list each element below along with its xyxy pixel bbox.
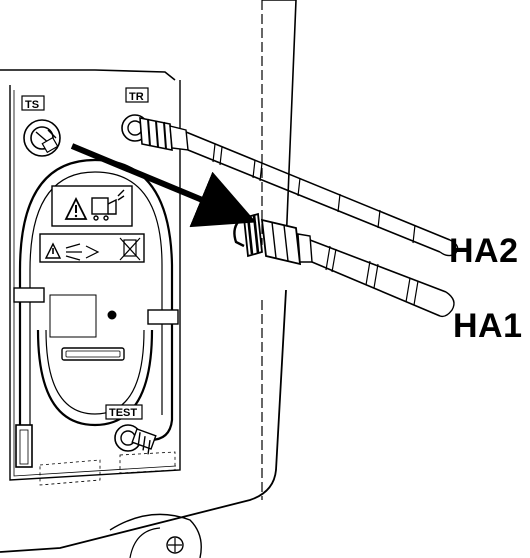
crossed-out-bin-icon [119, 237, 141, 261]
port-test: TEST [105, 404, 157, 455]
callout-ha1: HA1 [453, 307, 523, 345]
callout-ha2: HA2 [449, 232, 519, 270]
warning-label [39, 185, 145, 263]
cabinet-body [0, 0, 297, 558]
port-tr-label: TR [129, 91, 144, 103]
spray-icon [65, 243, 100, 261]
port-ts: TS [21, 95, 61, 157]
hose-ha2 [139, 117, 459, 257]
port-test-label: TEST [109, 407, 137, 419]
warning-triangle-icon [44, 242, 62, 259]
warning-triangle-icon [64, 196, 88, 220]
filter-handle [13, 158, 179, 468]
device-icon [91, 189, 125, 221]
port-ts-label: TS [25, 99, 39, 111]
hose-ha1 [233, 212, 455, 318]
